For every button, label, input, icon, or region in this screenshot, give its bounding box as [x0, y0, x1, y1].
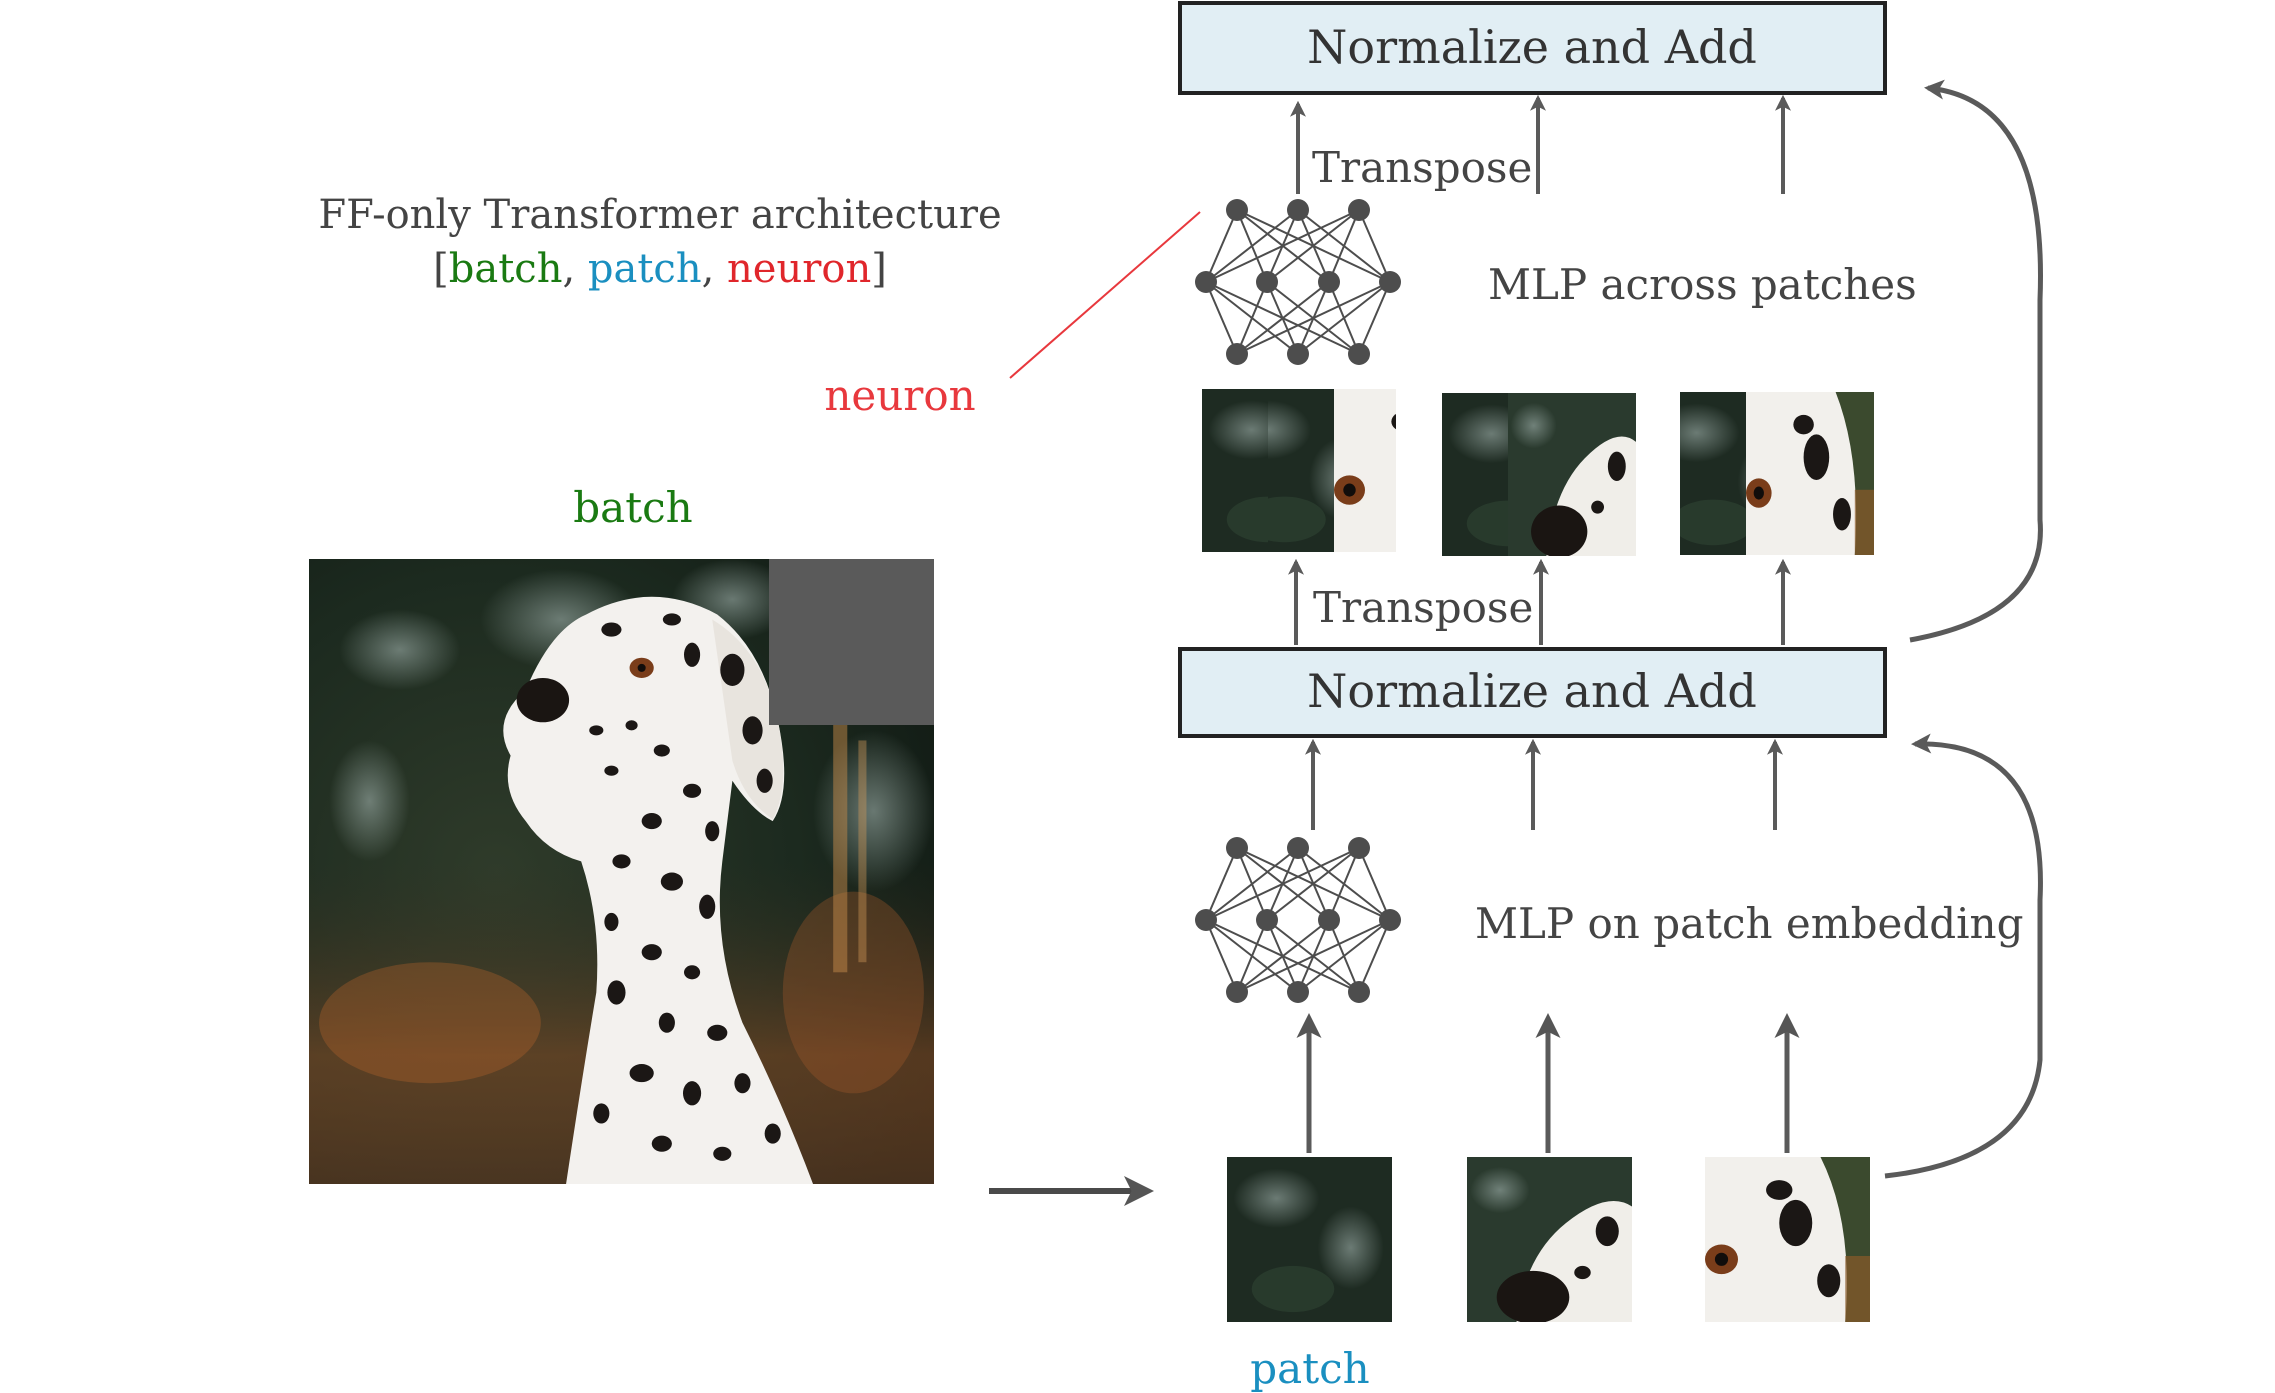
normalize-add-box-top: [1178, 1, 1887, 95]
highlighted-patch: [769, 559, 934, 725]
batch-label: batch: [573, 483, 692, 532]
transpose-label-top: Transpose: [1312, 143, 1532, 192]
residual-arrow-top: [1909, 79, 2043, 643]
normalize-add-box-mid: [1178, 647, 1887, 738]
normalize-add-label-top: Normalize and Add: [1307, 20, 1757, 74]
mlp-embedding-label: MLP on patch embedding: [1475, 899, 2023, 948]
mlp-patches-network: [1194, 198, 1402, 366]
transpose-label-mid: Transpose: [1313, 583, 1533, 632]
title-comma: ,: [562, 246, 587, 292]
neuron-pointer: [1009, 211, 1201, 379]
patch-1: [1227, 1157, 1392, 1322]
title-comma: ,: [702, 246, 727, 292]
patch-label: patch: [1250, 1344, 1369, 1393]
diagram-title: FF-only Transformer architecture: [318, 192, 1001, 238]
mlp-embedding-network: [1194, 836, 1402, 1004]
neuron-label: neuron: [824, 371, 975, 420]
title-patch: patch: [588, 246, 702, 292]
transposed-patch-3: [1680, 392, 1874, 555]
close-bracket: ]: [871, 246, 887, 292]
normalize-add-label-mid: Normalize and Add: [1307, 664, 1757, 718]
patch-arrows: [1296, 1013, 1800, 1153]
patch-2: [1467, 1157, 1632, 1322]
transposed-patch-2: [1442, 393, 1636, 556]
input-image: [309, 559, 934, 1184]
open-bracket: [: [433, 246, 449, 292]
residual-arrow-bottom: [1884, 733, 2043, 1179]
title-neuron: neuron: [727, 246, 871, 292]
mlp-patches-label: MLP across patches: [1488, 260, 1917, 309]
diagram-title-dims: [batch, patch, neuron]: [433, 246, 887, 292]
title-batch: batch: [449, 246, 563, 292]
patch-3: [1705, 1157, 1870, 1322]
